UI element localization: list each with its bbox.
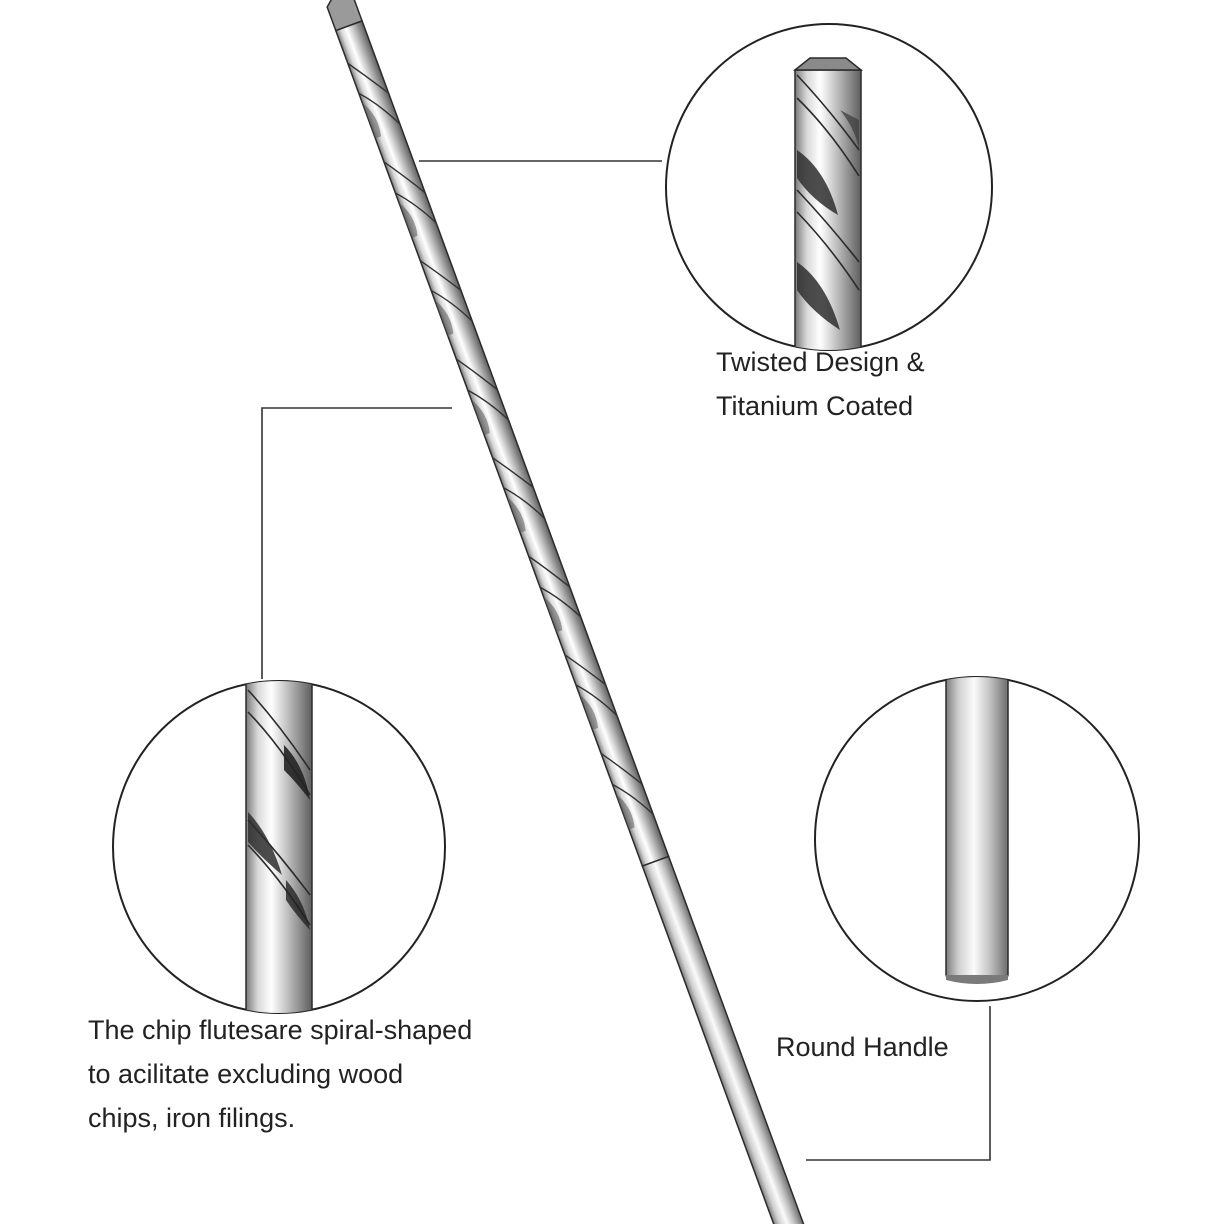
drill-bit-point xyxy=(326,0,364,32)
flute-callout-line xyxy=(261,407,452,679)
tip-detail-circle xyxy=(665,23,993,351)
flute-caption-line-3: chips, iron filings. xyxy=(88,1103,296,1133)
handle-caption: Round Handle xyxy=(776,1025,949,1069)
tip-caption: Twisted Design & Titanium Coated xyxy=(716,340,925,428)
drill-bit xyxy=(326,0,820,1224)
drill-bit-shank xyxy=(641,855,820,1224)
handle-callout-line xyxy=(806,1006,991,1161)
handle-detail-circle xyxy=(814,676,1140,1002)
drill-bit-flutes xyxy=(347,62,654,815)
tip-caption-line-1: Twisted Design & xyxy=(716,347,925,377)
flute-caption: The chip flutesare spiral-shaped to acil… xyxy=(88,1008,472,1140)
flute-caption-line-2: to acilitate excluding wood xyxy=(88,1059,404,1089)
handle-caption-text: Round Handle xyxy=(776,1032,949,1062)
flute-detail-circle xyxy=(112,680,446,1014)
callout-lines xyxy=(261,160,991,1161)
flute-caption-line-1: The chip flutesare spiral-shaped xyxy=(88,1015,473,1045)
drill-bit-flute-shadows xyxy=(362,102,635,830)
tip-caption-line-2: Titanium Coated xyxy=(716,391,914,421)
